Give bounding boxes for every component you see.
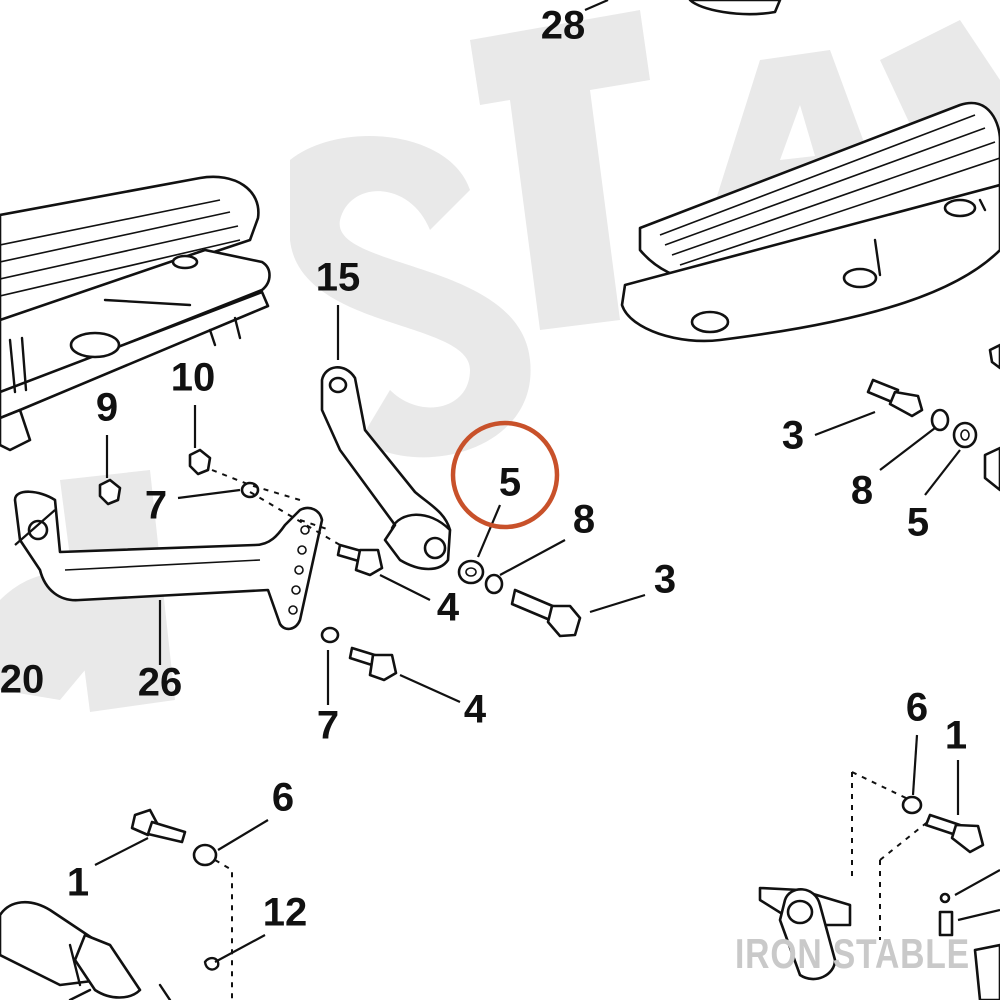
callout-6-lower-right: 6 [906, 686, 928, 730]
callout-3-center: 3 [654, 558, 676, 602]
callout-5-right: 5 [907, 501, 929, 545]
alignment-lines [211, 469, 931, 1000]
callout-1-lower-right: 1 [945, 714, 967, 758]
callout-20: 20 [0, 658, 44, 702]
callout-9: 9 [96, 386, 118, 430]
callout-7-lower: 7 [317, 704, 339, 748]
callout-4-upper: 4 [437, 586, 460, 630]
callout-10: 10 [171, 356, 216, 400]
fasteners [98, 343, 1000, 971]
callout-3-right: 3 [782, 414, 804, 458]
callout-8-center: 8 [573, 498, 595, 542]
highlight-circle [450, 420, 560, 530]
callout-28: 28 [541, 4, 586, 48]
watermark [0, 10, 1000, 712]
leader-lines [14, 0, 1000, 963]
callout-12: 12 [263, 891, 308, 935]
lower-left-peg [0, 901, 172, 1000]
lower-right-linkage [758, 886, 1000, 1000]
callout-15: 15 [316, 256, 361, 300]
callout-8-right: 8 [851, 469, 873, 513]
callout-6-lower-left: 6 [272, 776, 294, 820]
callout-5-highlighted: 5 [499, 461, 521, 505]
callout-7-upper: 7 [145, 484, 167, 528]
brake-lever [320, 366, 452, 571]
right-floorboard [620, 0, 1000, 343]
callout-4-lower: 4 [464, 688, 487, 732]
left-floorboard [0, 175, 271, 452]
callouts: 28 15 10 9 7 5 8 3 4 4 7 20 26 3 8 5 6 1… [0, 4, 967, 935]
brand-watermark: IRON STABLE [735, 930, 970, 977]
brake-pedal-arm [13, 490, 324, 631]
callout-1-lower-left: 1 [67, 861, 89, 905]
callout-26: 26 [138, 661, 183, 705]
